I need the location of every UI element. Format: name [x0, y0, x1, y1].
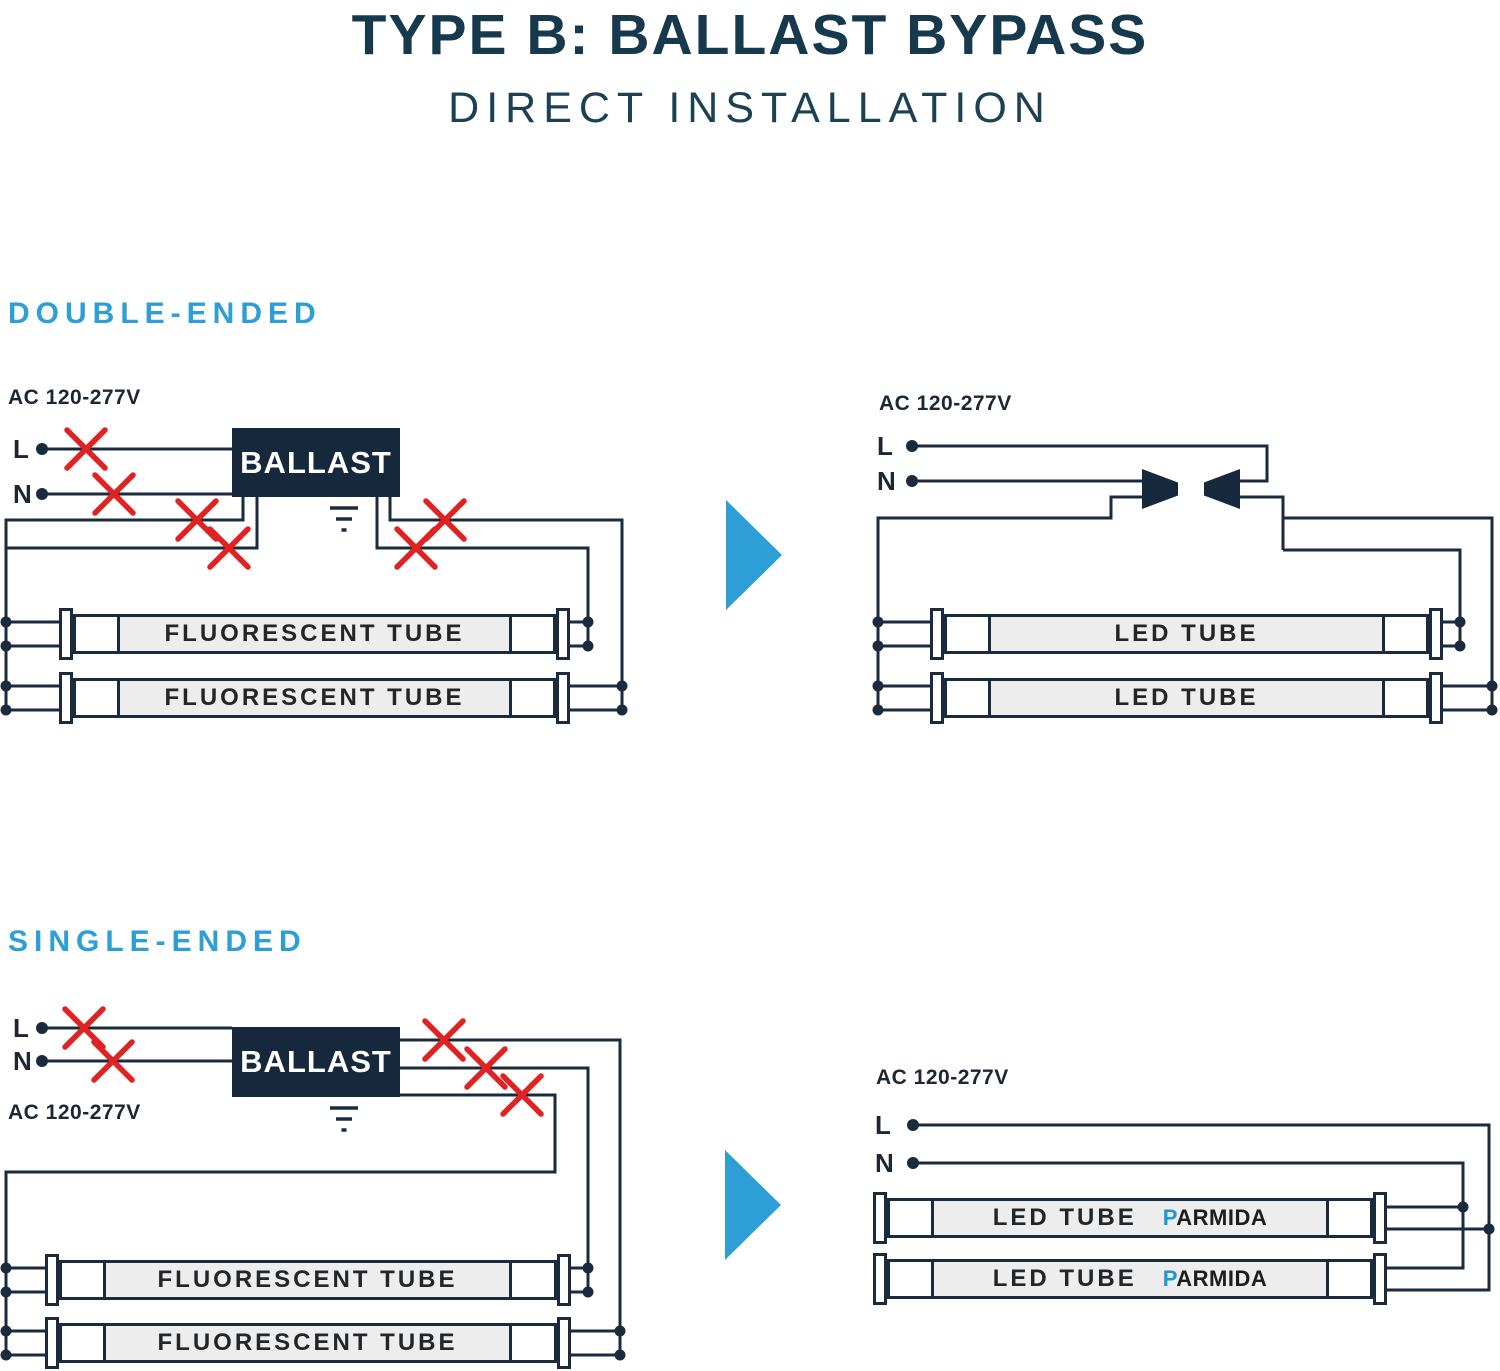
tube-end-cap: [557, 1254, 571, 1306]
double-ended-led-wires: [876, 444, 1494, 712]
wire-connector-left: [1142, 469, 1178, 509]
tube-end-cap: [873, 1253, 887, 1305]
tube-label-area: FLUORESCENT TUBE: [103, 1323, 512, 1363]
tube-end-cap: [59, 672, 73, 724]
neutral-terminal-label: N: [13, 1046, 32, 1076]
fluorescent-tube: FLUORESCENT TUBE: [45, 1317, 571, 1369]
single-ended-led-wires: [913, 1123, 1491, 1292]
double-ended-fluorescent-wires: [4, 447, 624, 712]
cut-wire-cross-marks: [64, 427, 467, 570]
tube-end-cap: [930, 672, 944, 724]
tube-label: FLUORESCENT TUBE: [164, 620, 465, 647]
led-tube: LED TUBE: [930, 608, 1443, 660]
ac-voltage-label: AC 120-277V: [879, 392, 1012, 415]
cut-wire-cross-marks: [62, 1006, 544, 1117]
parmida-logo: PARMIDA: [1163, 1205, 1268, 1231]
transition-arrow-icon: [726, 500, 782, 610]
ground-symbol: [330, 1106, 358, 1132]
led-tube: LED TUBE: [930, 672, 1443, 724]
tube-end-cap: [556, 672, 570, 724]
tube-label-area: LED TUBE PARMIDA: [931, 1259, 1329, 1299]
tube-label: LED TUBE: [1114, 620, 1259, 647]
neutral-terminal-label: N: [875, 1148, 894, 1178]
tube-end-cap: [556, 608, 570, 660]
ac-voltage-label: AC 120-277V: [8, 1101, 141, 1124]
ac-voltage-label: AC 120-277V: [876, 1066, 1009, 1089]
neutral-terminal-label: N: [877, 466, 896, 496]
page-subtitle: DIRECT INSTALLATION: [448, 84, 1052, 132]
transition-arrow-icon: [725, 1150, 781, 1260]
line-terminal-label: L: [877, 431, 893, 461]
tube-end-cap: [557, 1317, 571, 1369]
tube-label: FLUORESCENT TUBE: [164, 684, 465, 711]
ballast-box: BALLAST: [232, 1027, 400, 1097]
wire-connector-right: [1204, 469, 1240, 509]
line-terminal-label: L: [875, 1110, 891, 1140]
parmida-logo-rest: ARMIDA: [1176, 1266, 1268, 1291]
junction-dots: [872, 440, 1498, 716]
section-heading-double-ended: DOUBLE-ENDED: [8, 297, 322, 330]
tube-label-area: LED TUBE: [988, 614, 1385, 654]
junction-dots: [0, 1022, 626, 1361]
tube-label-area: FLUORESCENT TUBE: [117, 678, 512, 718]
ground-symbol: [330, 506, 358, 532]
line-terminal-label: L: [13, 1013, 29, 1043]
line-terminal-label: L: [13, 434, 29, 464]
tube-label-area: FLUORESCENT TUBE: [103, 1260, 512, 1300]
neutral-terminal-label: N: [13, 479, 32, 509]
section-heading-single-ended: SINGLE-ENDED: [8, 925, 307, 958]
fluorescent-tube: FLUORESCENT TUBE: [59, 672, 570, 724]
tube-end-cap: [1373, 1192, 1387, 1244]
tube-end-cap: [1429, 608, 1443, 660]
tube-end-cap: [59, 608, 73, 660]
tube-label: LED TUBE: [992, 1204, 1137, 1231]
page-title: TYPE B: BALLAST BYPASS: [351, 3, 1149, 67]
parmida-logo-initial: P: [1162, 1205, 1177, 1230]
ballast-label: BALLAST: [240, 444, 392, 480]
tube-end-cap: [873, 1192, 887, 1244]
junction-dots: [907, 1119, 1495, 1235]
tube-end-cap: [45, 1254, 59, 1306]
tube-label: FLUORESCENT TUBE: [157, 1266, 458, 1293]
ac-voltage-label: AC 120-277V: [8, 386, 141, 409]
ballast-box: BALLAST: [232, 428, 400, 497]
fluorescent-tube: FLUORESCENT TUBE: [45, 1254, 571, 1306]
ballast-label: BALLAST: [240, 1044, 392, 1079]
parmida-logo-initial: P: [1162, 1266, 1177, 1291]
parmida-logo-rest: ARMIDA: [1176, 1205, 1268, 1230]
tube-label-area: FLUORESCENT TUBE: [117, 614, 512, 654]
tube-end-cap: [45, 1317, 59, 1369]
led-tube: LED TUBE PARMIDA: [873, 1253, 1387, 1305]
tube-end-cap: [930, 608, 944, 660]
junction-dots: [0, 443, 628, 716]
tube-label: LED TUBE: [992, 1265, 1137, 1292]
tube-end-cap: [1429, 672, 1443, 724]
single-ended-fluorescent-wires: [4, 1026, 622, 1357]
led-tube: LED TUBE PARMIDA: [873, 1192, 1387, 1244]
tube-label-area: LED TUBE: [988, 678, 1385, 718]
fluorescent-tube: FLUORESCENT TUBE: [59, 608, 570, 660]
tube-label-area: LED TUBE PARMIDA: [931, 1198, 1329, 1238]
tube-label: FLUORESCENT TUBE: [157, 1329, 458, 1356]
parmida-logo: PARMIDA: [1163, 1266, 1268, 1292]
tube-label: LED TUBE: [1114, 684, 1259, 711]
tube-end-cap: [1373, 1253, 1387, 1305]
wire-connector-pair: [1142, 469, 1240, 509]
